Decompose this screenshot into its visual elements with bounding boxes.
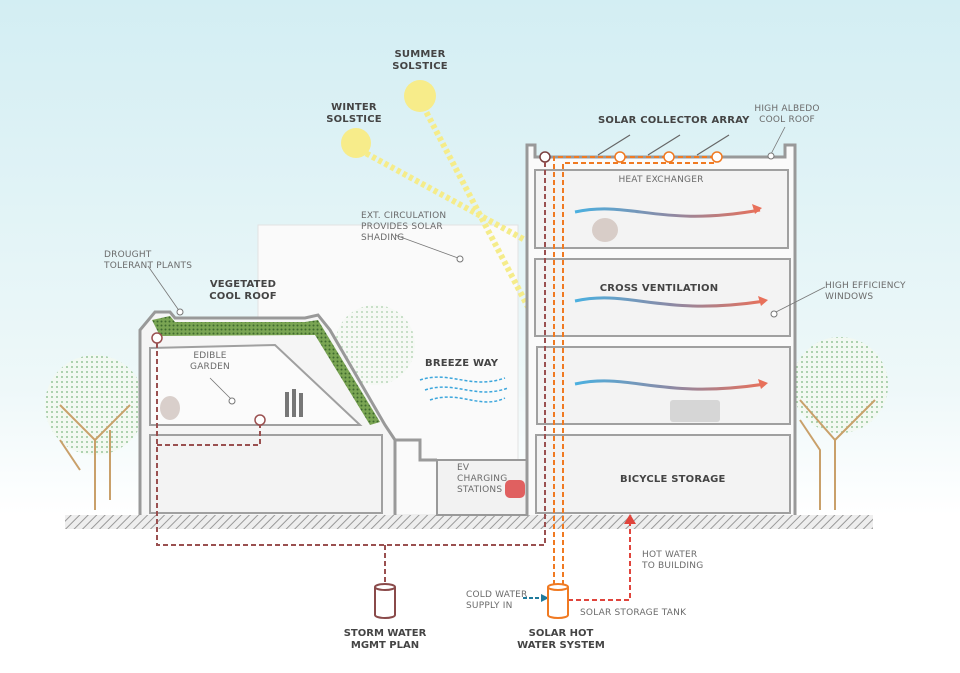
leader-lines bbox=[147, 126, 826, 405]
bicycle-storage-label: BICYCLE STORAGE bbox=[620, 474, 726, 485]
storm-water-tank-icon bbox=[374, 583, 396, 619]
hot-water-arrow-icon bbox=[624, 514, 636, 524]
roof-drain-left bbox=[151, 332, 163, 344]
roof-drain-node bbox=[539, 151, 551, 163]
breeze-way-label: BREEZE WAY bbox=[425, 358, 499, 369]
solar-storage-tank-label: SOLAR STORAGE TANK bbox=[580, 608, 687, 618]
storm-pipes bbox=[156, 162, 546, 583]
tree-right bbox=[792, 337, 888, 510]
breeze-arrows bbox=[419, 376, 509, 403]
solar-panels bbox=[597, 134, 730, 156]
collector-nodes bbox=[614, 151, 723, 163]
floor-3 bbox=[534, 258, 791, 337]
garden-drain bbox=[254, 414, 266, 426]
heat-exchanger-label: HEAT EXCHANGER bbox=[618, 175, 703, 185]
cross-ventilation-arrows bbox=[574, 207, 766, 391]
floor-4 bbox=[534, 169, 789, 249]
middle-breezeway bbox=[395, 438, 528, 516]
winter-sun-icon bbox=[341, 128, 371, 158]
tree-left bbox=[45, 355, 145, 510]
cold-water-arrow-icon bbox=[541, 594, 549, 602]
floor-1 bbox=[535, 434, 791, 514]
solar-storage-tank-icon bbox=[547, 583, 569, 619]
sun-beams bbox=[358, 98, 543, 332]
cross-ventilation-label: CROSS VENTILATION bbox=[600, 283, 719, 294]
right-building bbox=[525, 143, 797, 515]
left-building bbox=[138, 310, 397, 515]
solar-pipes bbox=[553, 156, 717, 585]
vegetated-roof bbox=[152, 316, 380, 425]
ground bbox=[65, 515, 873, 529]
summer-sun-icon bbox=[404, 80, 436, 112]
hot-water-line bbox=[568, 522, 631, 601]
tree-middle bbox=[335, 305, 415, 385]
air-arrowheads bbox=[752, 204, 768, 389]
solar-collector-array-label: SOLAR COLLECTOR ARRAY bbox=[598, 115, 750, 126]
